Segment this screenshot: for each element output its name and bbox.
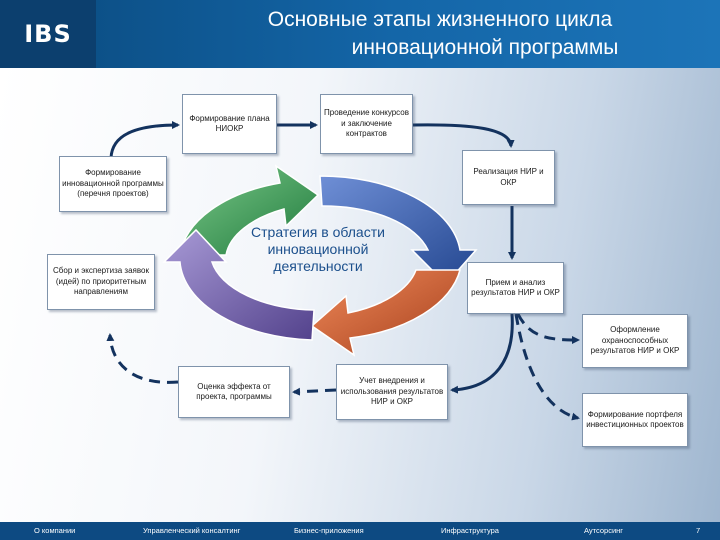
ibs-logo: IBS bbox=[0, 0, 96, 68]
arrow-b4-b6 bbox=[514, 313, 580, 421]
footer-nav: О компании Управленческий консалтинг Биз… bbox=[0, 522, 720, 540]
ring-segment-orange bbox=[310, 269, 461, 357]
dashed-arrows bbox=[106, 313, 580, 421]
box-contests: Проведение конкурсов и заключение контра… bbox=[320, 94, 413, 154]
box-form-plan: Формирование плана НИОКР bbox=[182, 94, 277, 154]
box-implementation: Учет внедрения и использования результат… bbox=[336, 364, 448, 420]
arrow-b7-b8 bbox=[292, 387, 337, 396]
ring-segment-green bbox=[179, 164, 320, 256]
page-number: 7 bbox=[696, 526, 701, 535]
arrow-b8-b9 bbox=[106, 333, 179, 384]
logo-text: IBS bbox=[24, 20, 72, 48]
footer-link-infrastructure[interactable]: Инфраструктура bbox=[441, 526, 499, 535]
footer-link-business-apps[interactable]: Бизнес-приложения bbox=[294, 526, 364, 535]
box-acceptance: Прием и анализ результатов НИР и ОКР bbox=[467, 262, 564, 314]
slide-title: Основные этапы жизненного цикла инноваци… bbox=[180, 6, 700, 62]
ring-segment-purple bbox=[162, 228, 315, 341]
box-ideas-expertise: Сбор и экспертиза заявок (идей) по приор… bbox=[47, 254, 155, 310]
box-research: Реализация НИР и ОКР bbox=[462, 150, 555, 205]
box-effect-evaluation: Оценка эффекта от проекта, программы bbox=[178, 366, 290, 418]
arrow-b10-b1 bbox=[109, 121, 180, 159]
ring-segment-blue bbox=[319, 175, 478, 286]
solid-arrows bbox=[109, 121, 516, 394]
footer-link-about[interactable]: О компании bbox=[34, 526, 76, 535]
title-line-2: инновационной программы bbox=[351, 36, 619, 59]
footer-link-consulting[interactable]: Управленческий консалтинг bbox=[143, 526, 241, 535]
arrow-b4-b7 bbox=[450, 313, 514, 394]
box-ip-registration: Оформление охраноспособных результатов Н… bbox=[582, 314, 688, 368]
header-bar: IBS Основные этапы жизненного цикла инно… bbox=[0, 0, 720, 68]
box-form-program: Формирование инновационной программы (пе… bbox=[59, 156, 167, 212]
arrow-b4-b5 bbox=[516, 313, 580, 344]
center-strategy-label: Стратегия в области инновационной деятел… bbox=[251, 224, 385, 274]
box-portfolio: Формирование портфеля инвестиционных про… bbox=[582, 393, 688, 447]
title-line-1: Основные этапы жизненного цикла bbox=[267, 8, 613, 31]
footer-link-outsourcing[interactable]: Аутсорсинг bbox=[584, 526, 624, 535]
arrow-b2-b3 bbox=[412, 123, 515, 148]
